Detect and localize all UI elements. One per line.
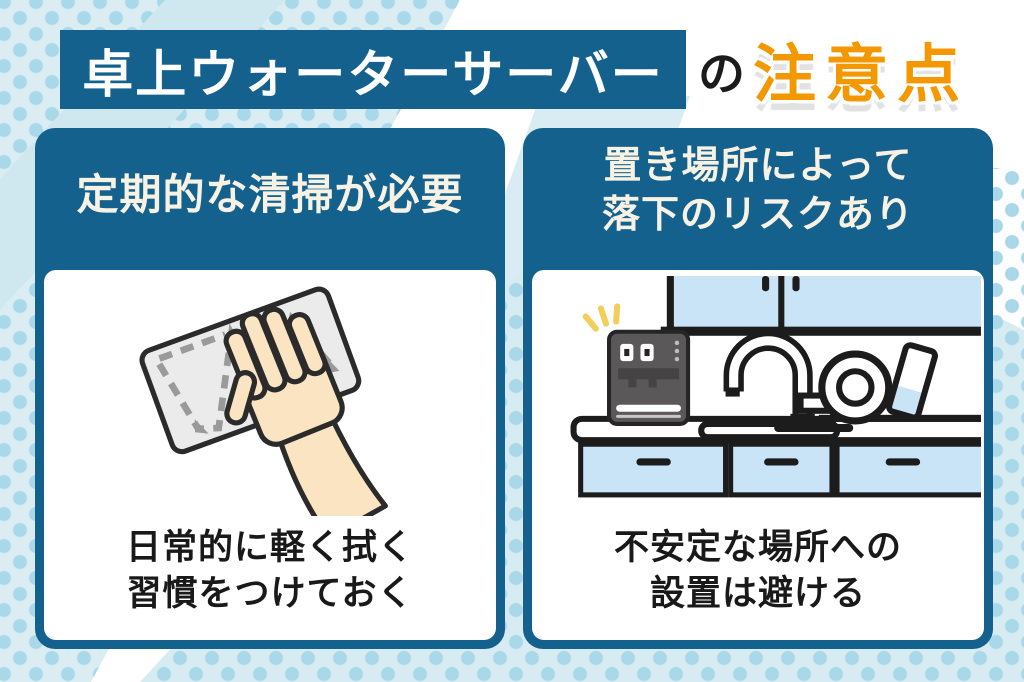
card-cleaning-caption-line1: 日常的に軽く拭く — [125, 528, 414, 568]
title-connector-text: の — [698, 47, 745, 102]
title-accent-text: 注意点 — [753, 38, 969, 111]
card-cleaning-heading: 定期的な清掃が必要 — [35, 128, 505, 220]
title-highlight-text: 卓上ウォーターサーバー — [82, 45, 664, 105]
card-cleaning-caption: 日常的に軽く拭く 習慣をつけておく — [44, 526, 496, 617]
card-placement-caption: 不安定な場所への 設置は避ける — [532, 526, 984, 617]
title-highlight-box: 卓上ウォーターサーバー — [60, 30, 686, 109]
card-cleaning-caption-line2: 習慣をつけておく — [126, 573, 414, 614]
hand-wiping-cloth-illustration — [139, 286, 388, 516]
card-cleaning-panel: 日常的に軽く拭く 習慣をつけておく — [44, 270, 496, 640]
card-placement-panel: 不安定な場所への 設置は避ける — [532, 270, 984, 640]
card-placement-heading-line2: 落下のリスクあり — [601, 191, 914, 236]
page-title: 卓上ウォーターサーバー の 注意点 — [60, 30, 969, 111]
card-placement-caption-line1: 不安定な場所への — [613, 528, 902, 568]
card-placement-heading-line1: 置き場所によって — [603, 143, 913, 187]
card-placement-caption-line2: 設置は避ける — [649, 573, 866, 614]
kitchen-water-server-illustration — [570, 276, 981, 498]
card-cleaning: 定期的な清掃が必要 — [35, 128, 505, 649]
card-placement-heading: 置き場所によって 落下のリスクあり — [523, 128, 993, 238]
card-placement: 置き場所によって 落下のリスクあり — [523, 128, 993, 649]
card-cleaning-heading-line1: 定期的な清掃が必要 — [76, 170, 464, 219]
